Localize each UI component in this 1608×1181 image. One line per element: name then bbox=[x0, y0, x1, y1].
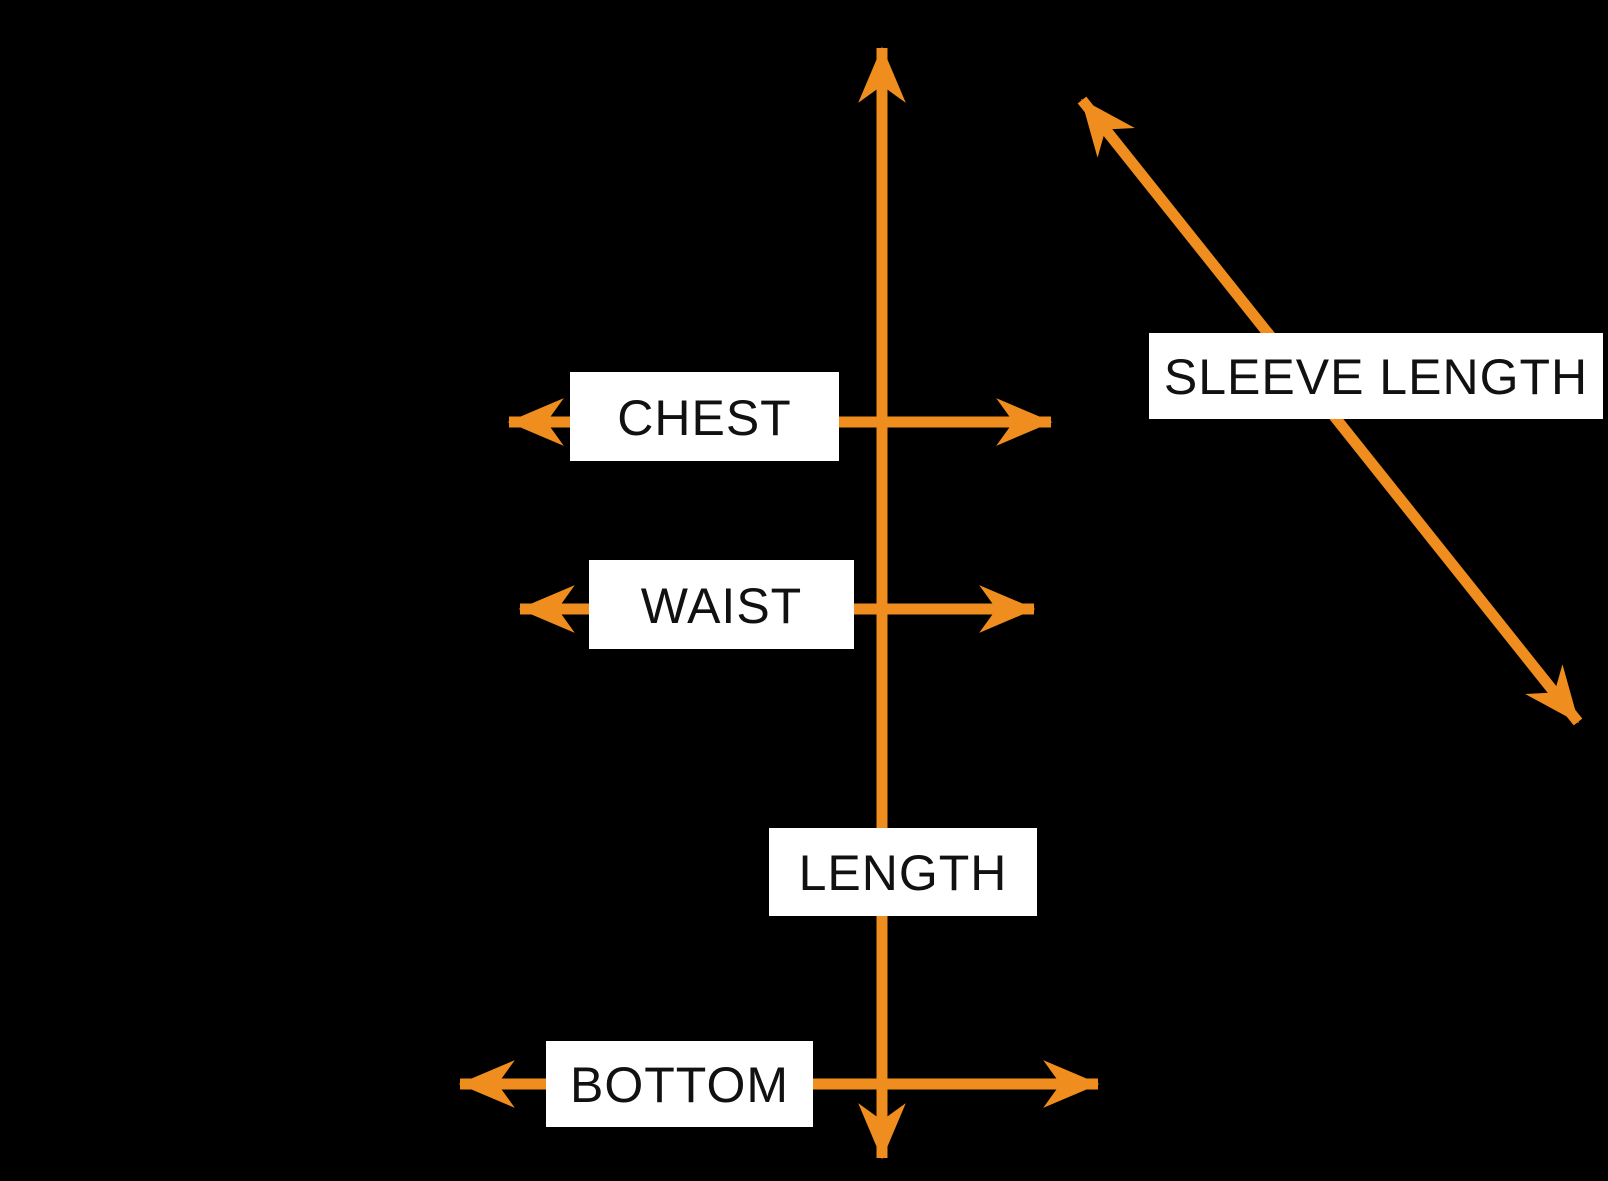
chest-label: CHEST bbox=[570, 372, 839, 461]
sleeve-length-label: SLEEVE LENGTH bbox=[1149, 333, 1603, 419]
length-label-text: LENGTH bbox=[798, 845, 1008, 901]
chest-label-text: CHEST bbox=[617, 389, 792, 446]
waist-label-text: WAIST bbox=[640, 577, 803, 634]
sleeve-length-label-text: SLEEVE LENGTH bbox=[1163, 349, 1589, 405]
waist-label: WAIST bbox=[589, 560, 854, 649]
bottom-label-text: BOTTOM bbox=[570, 1057, 789, 1113]
bottom-label: BOTTOM bbox=[546, 1041, 813, 1127]
length-label: LENGTH bbox=[769, 828, 1037, 916]
